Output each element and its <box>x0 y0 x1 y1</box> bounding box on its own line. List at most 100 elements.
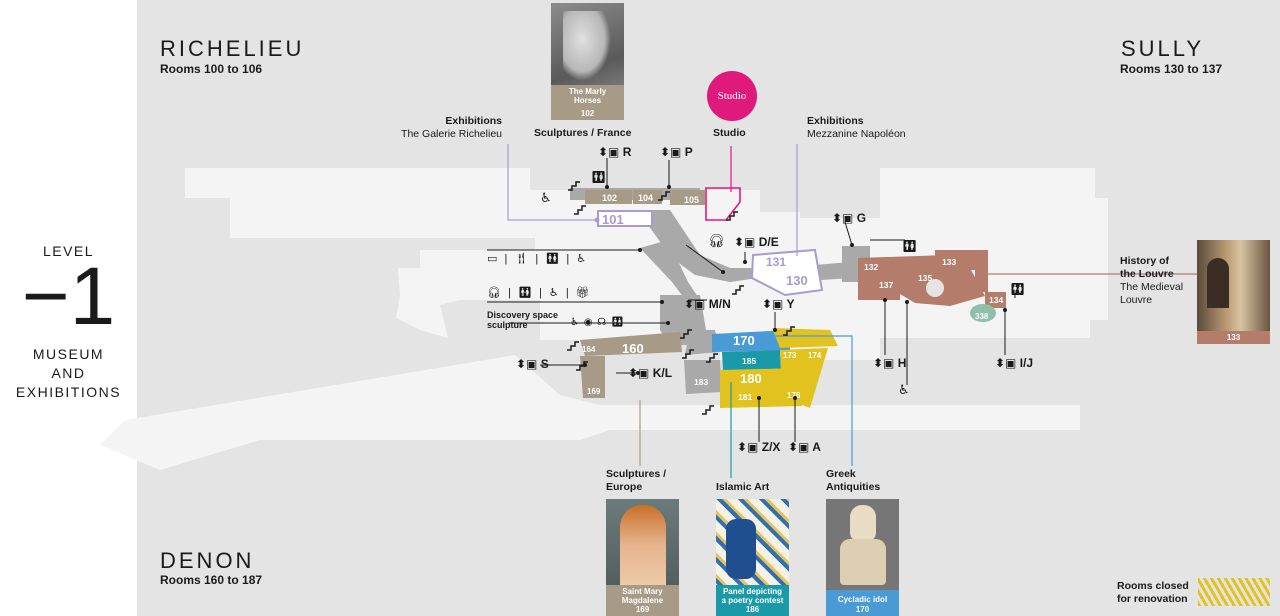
label-line: Discovery space <box>487 310 559 320</box>
caption-room: 170 <box>855 605 870 614</box>
access-code: P <box>684 145 693 159</box>
level-subtitle: MUSEUM AND EXHIBITIONS <box>0 345 137 402</box>
gift-shop-icon: 🎁︎ <box>575 287 592 299</box>
wing-title-sully: SULLY <box>1121 36 1205 61</box>
label-discovery-space[interactable]: Discovery space sculpture <box>487 310 558 330</box>
denon-rooms <box>580 328 838 408</box>
caption-line: Saint Mary <box>622 587 663 596</box>
caption-line: Horses <box>573 96 602 105</box>
label-sub: The Medieval <box>1120 281 1184 293</box>
label-exhibitions-richelieu[interactable]: Exhibitions The Galerie Richelieu <box>380 115 502 141</box>
figure-shape <box>620 505 666 595</box>
toilets-icon: 🚻︎ <box>545 253 562 265</box>
studio-logo-text: Studio <box>717 90 747 102</box>
access-code: A <box>812 440 821 454</box>
room-104: 104 <box>638 193 653 203</box>
room-160: 160 <box>622 341 644 356</box>
caption-room: 169 <box>635 605 650 614</box>
coat-check-icon: ▭ <box>487 253 500 265</box>
room-164: 164 <box>582 345 596 354</box>
service-icons: 🚻︎ 🚻︎ 🚻︎ <box>591 170 1025 296</box>
greek-antiquities-line <box>775 335 853 466</box>
wing-rooms-sully: Rooms 130 to 137 <box>1120 62 1223 76</box>
photo-caption: The Marly Horses 102 <box>551 85 624 120</box>
room-180: 180 <box>740 371 762 386</box>
access-point-r[interactable]: ⬍▣ R <box>598 145 632 159</box>
photo-caption: Saint Mary Magdalene 169 <box>606 585 679 616</box>
room-181: 181 <box>738 392 752 402</box>
wheelchair-icon: ♿︎ <box>898 382 910 397</box>
label-sub: Mezzanine Napoléon <box>807 128 906 140</box>
access-point-p[interactable]: ⬍▣ P <box>660 145 693 159</box>
access-code: D/E <box>758 235 779 249</box>
audio-guide-icon: 🎧︎ <box>708 233 725 248</box>
level-subtitle-line: MUSEUM <box>32 346 105 362</box>
label-sculptures-europe[interactable]: Sculptures / Europe <box>606 468 666 494</box>
photo-poetry-panel[interactable]: Panel depicting a poetry contest 186 <box>716 499 789 616</box>
label-sub: The Galerie Richelieu <box>401 128 502 140</box>
label-exhibitions-napoleon[interactable]: Exhibitions Mezzanine Napoléon <box>807 115 906 141</box>
label-line: sculpture <box>487 320 528 330</box>
room-174: 174 <box>808 351 822 360</box>
room-105: 105 <box>684 195 699 205</box>
caption-line: Cycladic idol <box>837 595 888 604</box>
label-greek-antiquities[interactable]: Greek Antiquities <box>826 468 880 494</box>
marly-horse-shape <box>563 11 611 81</box>
room-173: 173 <box>783 351 797 360</box>
baby-change-icon: ♿︎ <box>548 287 561 299</box>
level-panel: LEVEL −1 MUSEUM AND EXHIBITIONS <box>0 0 137 616</box>
legend-rooms-closed: Rooms closed for renovation <box>1117 580 1189 606</box>
legend-renovation-swatch <box>1198 578 1270 606</box>
access-point-mn[interactable]: ⬍▣ M/N <box>684 297 731 311</box>
access-point-s[interactable]: ⬍▣ S <box>516 357 549 371</box>
photo-marly-horses[interactable]: The Marly Horses 102 <box>551 3 624 120</box>
exhibition-richelieu-line <box>507 144 597 221</box>
caption-room: 186 <box>745 605 760 614</box>
hearing-aid-icon: ☊ <box>597 317 608 328</box>
visual-aid-icon: ◉ <box>583 317 594 328</box>
room-102: 102 <box>602 193 617 203</box>
room-135: 135 <box>918 273 932 283</box>
arch-shape <box>1207 258 1229 308</box>
access-code: R <box>622 145 632 159</box>
photo-saint-mary-magdalene[interactable]: Saint Mary Magdalene 169 <box>606 499 679 616</box>
access-code: H <box>897 356 907 370</box>
level-subtitle-line: EXHIBITIONS <box>15 384 122 400</box>
wing-rooms-denon: Rooms 160 to 187 <box>160 573 263 587</box>
photo-caption: Cycladic idol 170 <box>826 590 899 616</box>
label-line: Antiquities <box>826 481 881 493</box>
access-point-ij[interactable]: ⬍▣ I/J <box>995 356 1034 370</box>
access-point-h[interactable]: ⬍▣ H <box>873 356 907 370</box>
accessibility-icons-row: ♿︎ ◉ ☊ 🚻︎ <box>570 316 625 329</box>
access-point-zx[interactable]: ⬍▣ Z/X <box>737 440 781 454</box>
label-title: Exhibitions <box>445 115 502 127</box>
baby-change-icon: ♿︎ <box>576 253 589 265</box>
room-170: 170 <box>733 333 755 348</box>
access-point-kl[interactable]: ⬍▣ K/L <box>628 366 673 380</box>
label-studio[interactable]: Studio <box>713 127 746 139</box>
room-176: 176 <box>787 391 801 400</box>
exhibition-richelieu-dot <box>594 217 600 223</box>
toilets-icon: 🚻︎ <box>517 287 534 299</box>
room-101: 101 <box>602 212 624 227</box>
services-row-left-1: ▭ | 🍴︎ | 🚻︎ | ♿︎ <box>487 253 589 265</box>
wing-title-richelieu: RICHELIEU <box>160 36 305 61</box>
access-point-g[interactable]: ⬍▣ G <box>832 211 867 225</box>
label-sub: Louvre <box>1120 294 1153 306</box>
photo-cycladic-idol[interactable]: Cycladic idol 170 <box>826 499 899 616</box>
room-185: 185 <box>742 356 756 366</box>
wing-title-denon: DENON <box>160 548 255 573</box>
services-row-left-2: 🎧︎ | 🚻︎ | ♿︎ | 🎁︎ <box>487 287 592 299</box>
access-point-y[interactable]: ⬍▣ Y <box>762 297 795 311</box>
label-islamic-art[interactable]: Islamic Art <box>716 481 770 493</box>
photo-medieval-louvre[interactable]: 133 <box>1197 240 1270 344</box>
label-line: Europe <box>606 481 643 493</box>
label-line: Greek <box>826 468 856 480</box>
panel-figure-shape <box>726 519 756 579</box>
access-point-de[interactable]: ⬍▣ D/E <box>734 235 779 249</box>
label-history-louvre[interactable]: History of the Louvre The Medieval Louvr… <box>1120 255 1183 307</box>
legend-line: for renovation <box>1117 593 1188 605</box>
audio-guide-icon: 🎧︎ <box>487 287 503 299</box>
label-sculptures-france[interactable]: Sculptures / France <box>534 127 632 139</box>
access-point-a[interactable]: ⬍▣ A <box>788 440 821 454</box>
